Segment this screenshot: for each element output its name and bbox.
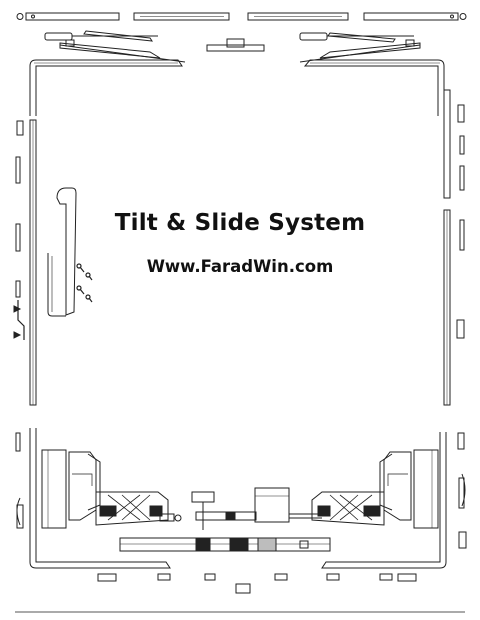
- frame-right-upright: [443, 89, 451, 199]
- center-gearbox: [254, 487, 290, 523]
- top-rail-end-cap-right: [459, 13, 467, 20]
- bottom-track: [119, 537, 331, 552]
- top-center-clip: [206, 38, 265, 52]
- left-side-hardware: [13, 120, 25, 529]
- top-rail-bar-center-right: [247, 12, 349, 21]
- frame-corner-bottom-right: [321, 432, 447, 569]
- handle-screws: [76, 263, 93, 303]
- top-stay-right: [299, 32, 421, 63]
- frame-corner-top-left: [29, 59, 183, 116]
- top-stay-left: [44, 30, 186, 63]
- diagram-title: Tilt & Slide System: [114, 210, 366, 236]
- top-rail-bar-center-left: [133, 12, 230, 21]
- bottom-center-drive: [191, 487, 322, 530]
- carriage-block-left: [41, 449, 67, 529]
- website-url: Www.FaradWin.com: [146, 257, 334, 276]
- top-rail-bar-right: [363, 12, 459, 21]
- carriage-block-right: [413, 449, 439, 529]
- handle-lever: [56, 187, 77, 316]
- handle: [47, 187, 93, 317]
- top-rail-bar-left: [25, 12, 120, 21]
- bottom-left-carriage: [41, 449, 182, 529]
- bottom-track-bar: [119, 537, 331, 552]
- right-side-hardware: [456, 104, 467, 549]
- bottom-right-carriage: [311, 449, 439, 529]
- frame-outline: [29, 59, 451, 569]
- top-rail-parts: [16, 12, 467, 21]
- frame-corner-top-right: [303, 59, 445, 116]
- bottom-small-parts: [97, 573, 417, 594]
- top-rail-end-cap-left: [16, 13, 24, 20]
- frame-corner-bottom-left: [29, 428, 171, 569]
- carriage-cross-bracing-right: [329, 494, 373, 521]
- carriage-cross-bracing-left: [107, 494, 151, 521]
